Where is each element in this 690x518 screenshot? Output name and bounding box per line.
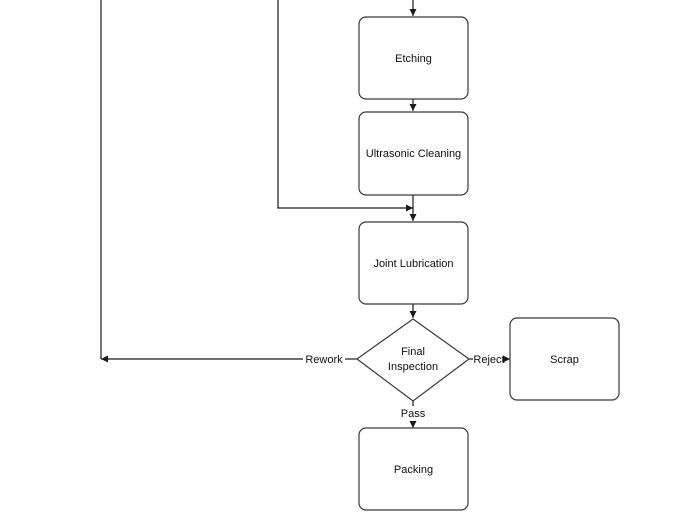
pass-edge-label: Pass [401,408,426,420]
etching-box [358,16,469,100]
scrap-box [509,317,620,401]
packing-label: Packing [394,464,433,476]
rework-edge-label: Rework [305,354,343,366]
reject-edge-label: Reject [473,354,504,366]
ultrasonic-cleaning-box [358,111,469,196]
final-inspection-label-line2: Inspection [388,361,438,373]
joint-lubrication-box [358,221,469,305]
packing-box [358,427,469,511]
etching-label: Etching [395,53,432,65]
joint-lubrication-label: Joint Lubrication [373,258,453,270]
final-inspection-diamond [355,318,471,402]
bypass-arrow-to-lubrication [277,0,413,212]
final-inspection-label-line1: Final [401,346,425,358]
scrap-label: Scrap [550,354,579,366]
ultrasonic-cleaning-label: Ultrasonic Cleaning [366,148,461,160]
